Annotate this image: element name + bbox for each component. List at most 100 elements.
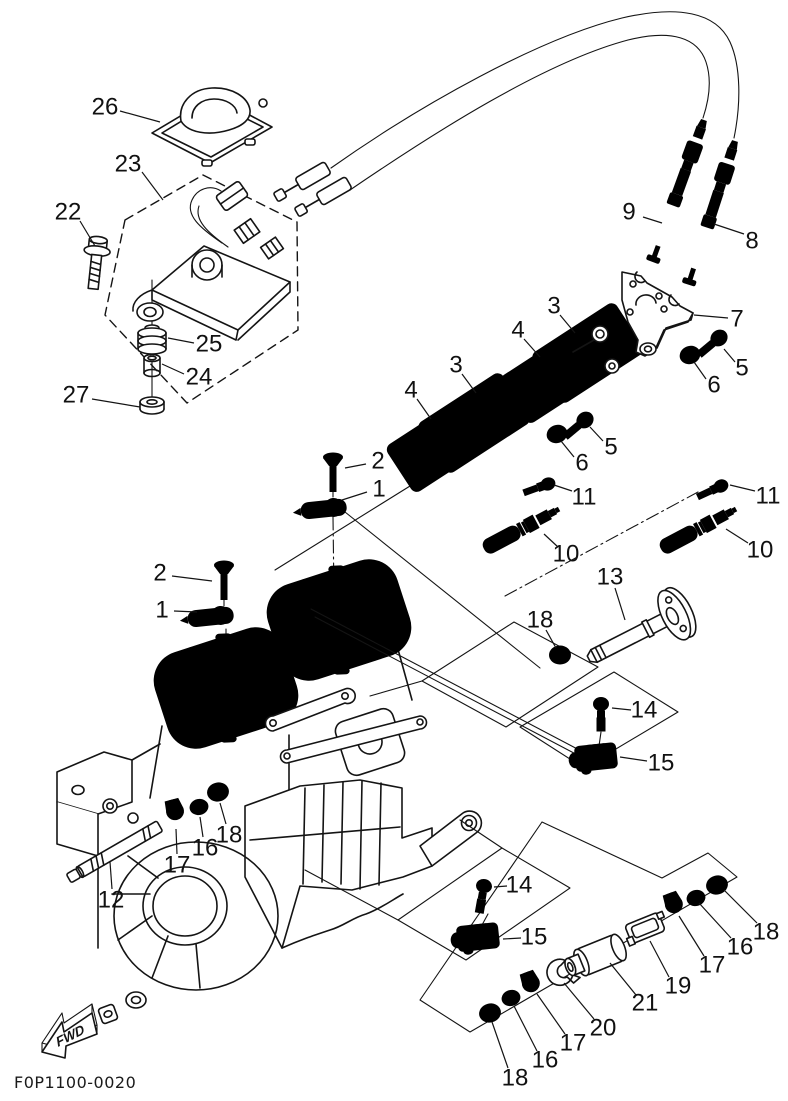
leader-21 (609, 962, 637, 996)
leader-4 (416, 398, 432, 420)
throttle-links (264, 608, 592, 764)
leader-18 (545, 629, 557, 649)
leader-19 (649, 940, 670, 978)
callout-1: 1 (372, 476, 385, 503)
callout-4: 4 (404, 377, 417, 404)
engine-block (56, 641, 483, 1025)
callout-7: 7 (730, 306, 743, 333)
leader-18 (491, 1021, 509, 1069)
callout-5: 5 (604, 434, 617, 461)
part-17-clip (661, 889, 686, 916)
callout-1: 1 (155, 597, 168, 624)
callout-21: 21 (632, 990, 659, 1017)
leader-17 (175, 828, 178, 855)
callout-3: 3 (547, 293, 560, 320)
part-6-washer-left (544, 421, 570, 447)
leader-22 (79, 220, 96, 247)
callout-13: 13 (597, 564, 624, 591)
leader-12 (109, 861, 113, 890)
part-26-cover (151, 87, 273, 167)
alignment-line (481, 913, 489, 926)
callout-5: 5 (735, 355, 748, 382)
throttle-cables (273, 11, 744, 288)
callout-23: 23 (115, 151, 142, 178)
part-10-spark-plug-right (657, 502, 740, 557)
part-2-screw-b (214, 560, 234, 600)
callout-17: 17 (560, 1030, 587, 1057)
part-21-bushing (564, 933, 627, 977)
callout-8: 8 (745, 228, 758, 255)
callout-18: 18 (502, 1065, 529, 1092)
callout-16: 16 (532, 1047, 559, 1074)
leader-17 (536, 993, 566, 1035)
callout-2: 2 (153, 560, 166, 587)
leader-2 (344, 463, 367, 469)
leader-13 (614, 587, 626, 621)
leader-8 (713, 223, 745, 235)
callout-15: 15 (521, 924, 548, 951)
diagram-art: FWD (41, 11, 744, 1059)
part-1-clamp-b (178, 604, 235, 630)
leader-25 (167, 337, 195, 344)
leader-4 (523, 338, 541, 358)
callout-16: 16 (192, 835, 219, 862)
part-12-rod (66, 820, 163, 883)
part-17-clip (518, 968, 543, 995)
callout-18: 18 (216, 822, 243, 849)
callout-3: 3 (449, 352, 462, 379)
leader-23 (141, 171, 164, 201)
leader-16 (698, 902, 732, 939)
callout-22: 22 (55, 199, 82, 226)
callout-14: 14 (506, 872, 533, 899)
leader-16 (199, 816, 204, 838)
callout-26: 26 (92, 94, 119, 121)
leader-2 (171, 575, 213, 582)
part-2-screw-a (323, 452, 343, 492)
callout-16: 16 (727, 934, 754, 961)
alignment-line (598, 731, 602, 747)
leader-14 (493, 885, 508, 888)
part-13-shaft (586, 586, 697, 664)
leader-1 (173, 610, 198, 613)
part-22-bolt (83, 235, 111, 291)
part-16-washer (188, 797, 210, 817)
part-25-damper (137, 324, 167, 355)
cable-adjuster-9 (644, 117, 712, 265)
part-6-washer-right (677, 342, 703, 368)
part-27-grommet (139, 396, 165, 415)
leader-5 (589, 426, 604, 442)
leader-9 (642, 216, 663, 224)
callout-2: 2 (371, 448, 384, 475)
detail-boxes (304, 621, 738, 1033)
callout-17: 17 (699, 952, 726, 979)
leader-10 (543, 533, 559, 548)
leader-11 (553, 484, 573, 492)
callout-18: 18 (753, 919, 780, 946)
leader-20 (563, 982, 595, 1020)
leader-18 (219, 802, 227, 825)
callout-9: 9 (622, 199, 635, 226)
callout-19: 19 (665, 973, 692, 1000)
callout-6: 6 (707, 372, 720, 399)
leader-15 (502, 937, 522, 940)
callout-15: 15 (648, 750, 675, 777)
cable-end-barrel (294, 176, 352, 217)
leader-10 (725, 528, 749, 544)
part-18-grommet (476, 1000, 504, 1026)
callout-6: 6 (575, 450, 588, 477)
callout-11: 11 (756, 483, 781, 510)
part-11-bolt-left (521, 475, 558, 500)
leader-11 (729, 484, 756, 492)
leader-14 (611, 707, 632, 711)
part-17-clip (163, 797, 187, 823)
leader-6 (560, 440, 575, 458)
part-14-bolt-lower (471, 877, 494, 915)
cable-end-barrel (273, 161, 331, 202)
part-18-grommet (205, 780, 231, 804)
leader-17 (678, 915, 705, 957)
leader-27 (91, 398, 141, 408)
part-16-washer (499, 987, 523, 1009)
part-20-spring-clip (546, 958, 581, 987)
